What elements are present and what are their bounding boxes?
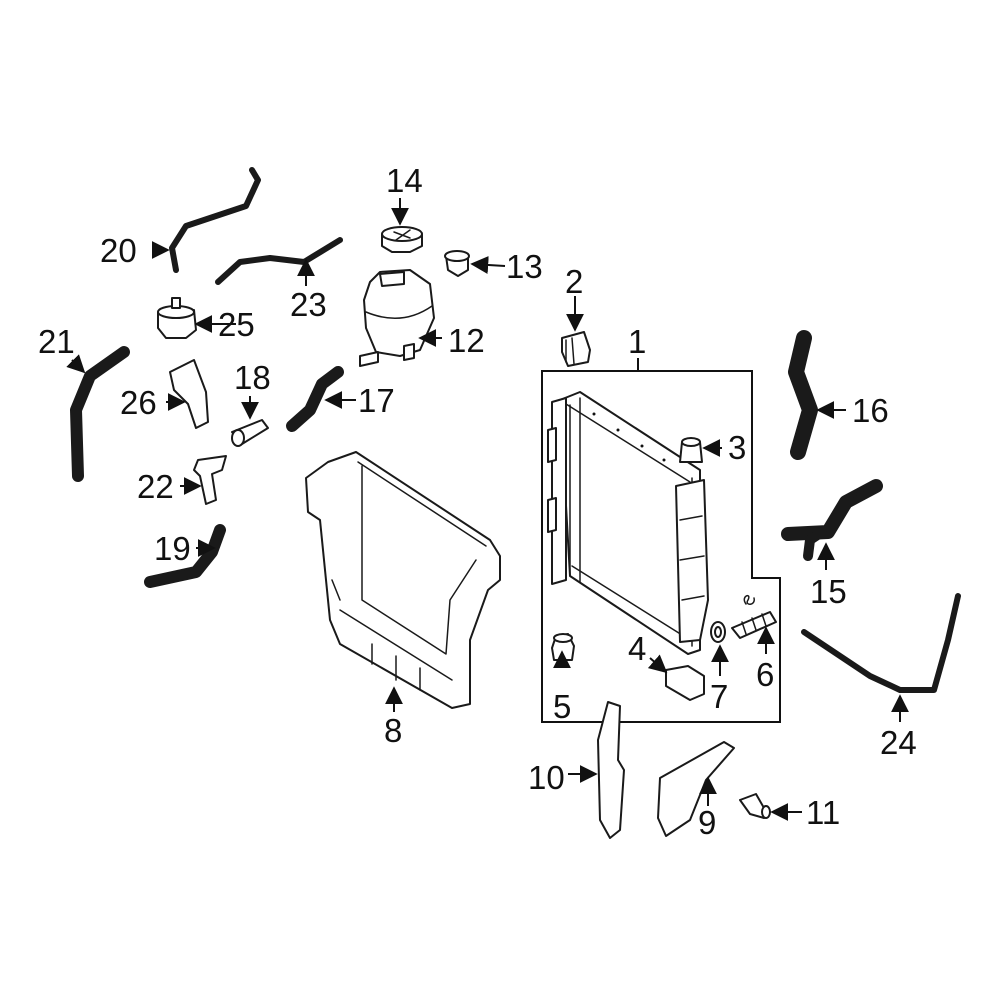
- hose-20[interactable]: [169, 167, 261, 273]
- callout-14: 14: [386, 162, 423, 199]
- callout-16: 16: [852, 392, 889, 429]
- assembly-1-box: [541, 370, 781, 723]
- tank-cap[interactable]: [381, 226, 423, 253]
- callout-3: 3: [728, 429, 746, 466]
- callout-22: 22: [137, 468, 174, 505]
- bracket-10[interactable]: [597, 701, 625, 839]
- callout-5: 5: [553, 688, 571, 725]
- deflector-9[interactable]: [657, 741, 735, 837]
- callout-12: 12: [448, 322, 485, 359]
- radiator[interactable]: [547, 391, 709, 655]
- bracket-4[interactable]: [665, 665, 705, 701]
- fan-shroud[interactable]: [305, 451, 501, 709]
- callout-25: 25: [218, 306, 255, 343]
- callout-13: 13: [506, 248, 543, 285]
- callout-23: 23: [290, 286, 327, 323]
- grommet-13[interactable]: [444, 250, 470, 277]
- callout-6: 6: [756, 656, 774, 693]
- hose-15-highlighted[interactable]: [781, 479, 883, 561]
- expansion-tank[interactable]: [359, 269, 435, 367]
- radiator-cap[interactable]: [679, 437, 703, 463]
- aux-pump[interactable]: [157, 297, 197, 339]
- callout-15: 15: [810, 573, 847, 610]
- callout-10: 10: [528, 759, 565, 796]
- callout-18: 18: [234, 359, 271, 396]
- callout-17: 17: [358, 382, 395, 419]
- callout-21: 21: [38, 323, 75, 360]
- callout-1: 1: [628, 323, 646, 360]
- callout-26: 26: [120, 384, 157, 421]
- bracket-26[interactable]: [169, 359, 209, 429]
- fitting-18[interactable]: [231, 419, 269, 447]
- callout-4: 4: [628, 630, 646, 667]
- callout-2: 2: [565, 263, 583, 300]
- callout-19: 19: [154, 530, 191, 567]
- hose-23[interactable]: [215, 237, 343, 285]
- seal-7[interactable]: [710, 621, 726, 643]
- callout-8: 8: [384, 712, 402, 749]
- sensor-2[interactable]: [561, 331, 591, 367]
- callout-9: 9: [698, 804, 716, 841]
- drain-plug[interactable]: [731, 594, 777, 639]
- callout-20: 20: [100, 232, 137, 269]
- callout-11: 11: [806, 794, 840, 831]
- callout-24: 24: [880, 724, 917, 761]
- clip-11[interactable]: [739, 793, 771, 819]
- tee-fitting[interactable]: [193, 455, 227, 505]
- callout-7: 7: [710, 678, 728, 715]
- pipe-24[interactable]: [801, 593, 961, 693]
